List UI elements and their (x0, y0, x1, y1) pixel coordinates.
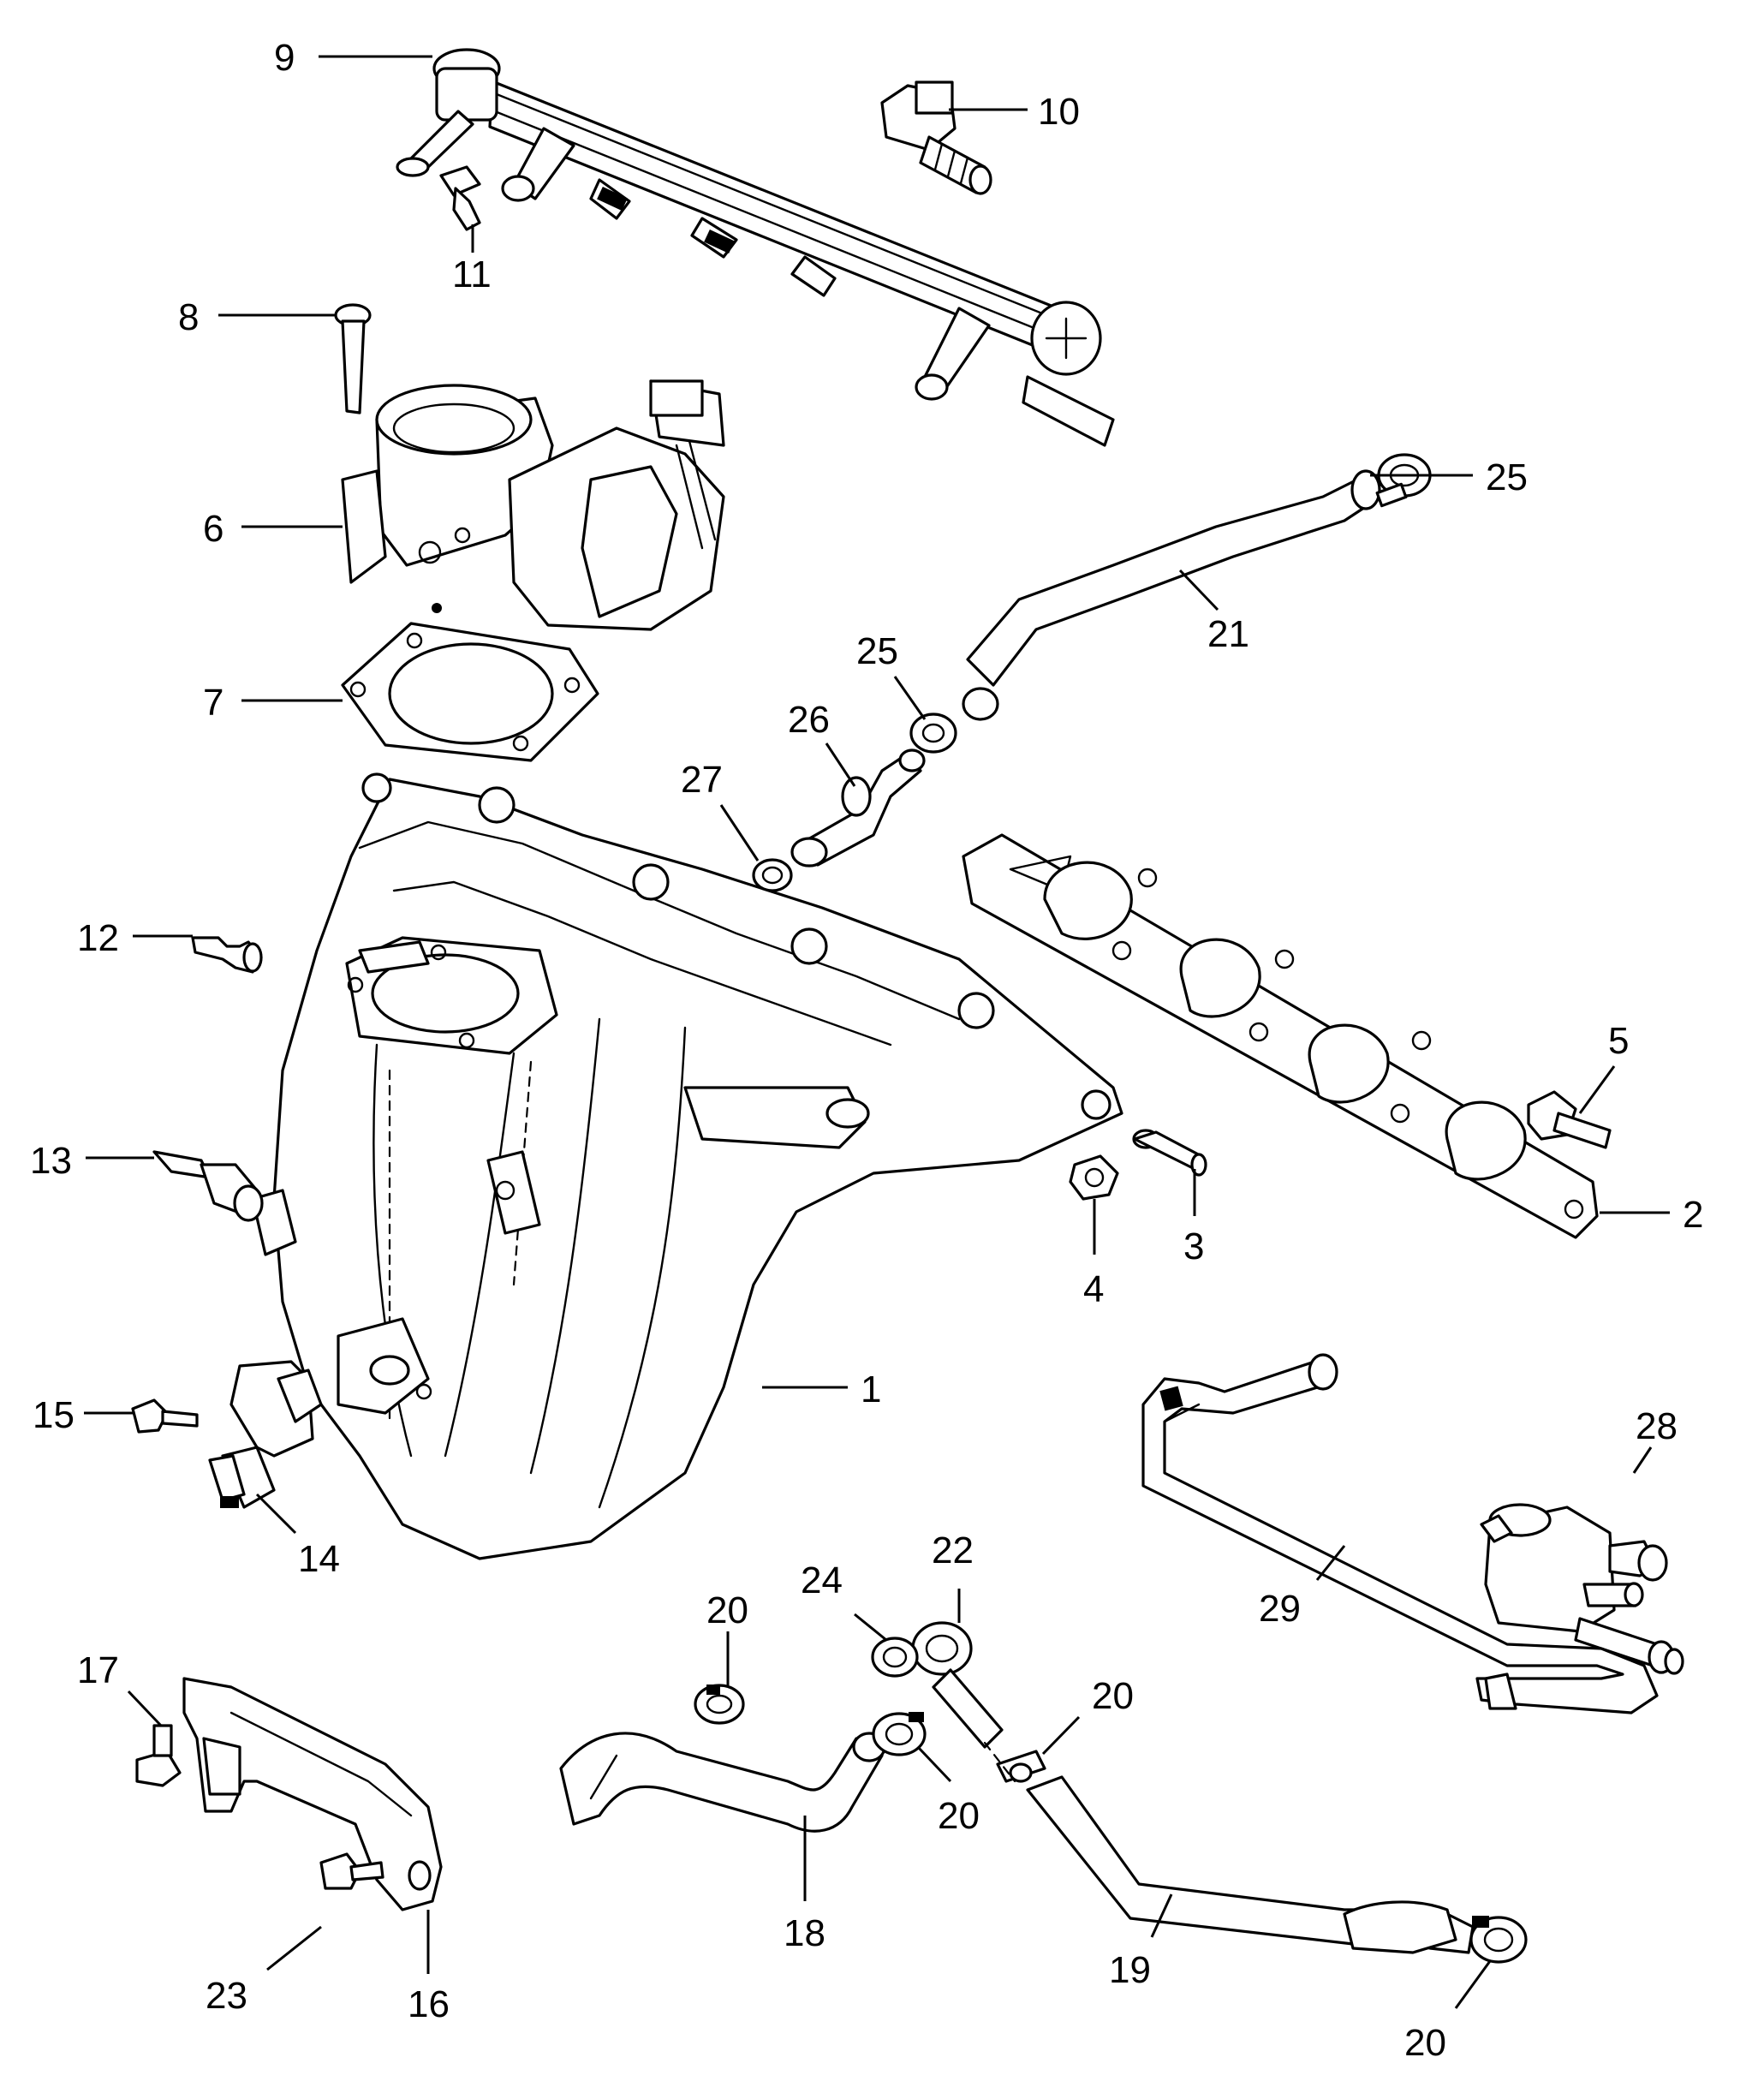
callout-25-lower: 25 (856, 630, 898, 672)
hose-clamp-25-lower (909, 713, 957, 754)
banjo-fitting-21 (911, 1621, 1016, 1783)
callout-23: 23 (206, 1975, 247, 2017)
callout-20-d: 20 (1404, 2022, 1446, 2064)
bolt-23 (319, 1852, 384, 1890)
callout-24: 21 (1207, 613, 1249, 655)
map-sensor-14 (208, 1360, 323, 1509)
callout-6: 6 (203, 508, 223, 550)
hose-clamp-20-a (694, 1684, 745, 1725)
bracket-16 (182, 1677, 443, 1911)
callout-5: 5 (1608, 1020, 1629, 1062)
hose-fitting (790, 748, 926, 868)
purge-valve-28 (1480, 1503, 1684, 1675)
callout-22: 24 (801, 1559, 843, 1601)
sensor-13 (152, 1150, 264, 1222)
hose-clamp-20-b (872, 1712, 927, 1756)
hose-clamp-25-upper (1375, 453, 1432, 508)
callout-4: 4 (1083, 1268, 1104, 1310)
callout-28: 28 (1636, 1405, 1678, 1447)
fuel-rail (396, 48, 1115, 447)
callout-3: 3 (1183, 1225, 1204, 1267)
manifold-gasket (962, 833, 1599, 1239)
callout-18: 18 (784, 1912, 825, 1954)
callout-10: 10 (1038, 91, 1080, 133)
hose-clamp-20-d (1469, 1916, 1528, 1964)
callout-13: 13 (30, 1140, 72, 1182)
callout-21: 22 (932, 1530, 974, 1571)
callout-27: 27 (681, 759, 723, 801)
callout-2: 2 (1683, 1194, 1703, 1236)
hose-clamp-20-c (996, 1750, 1046, 1783)
bolt-8 (334, 303, 372, 414)
callout-17: 17 (77, 1649, 119, 1691)
hose-18 (559, 1732, 886, 1833)
bolt-11 (439, 165, 481, 231)
sensor-12 (191, 936, 263, 974)
callout-15: 15 (33, 1394, 74, 1436)
callout-29: 29 (1259, 1588, 1301, 1630)
fuel-injector (880, 80, 992, 195)
bolt-5 (1527, 1090, 1612, 1149)
callout-26: 26 (788, 699, 830, 741)
callout-7: 7 (203, 682, 223, 724)
callout-14: 14 (298, 1538, 340, 1580)
throttle-body-gasket (341, 622, 599, 762)
bolt-17 (135, 1724, 182, 1787)
callout-20-c: 20 (1092, 1675, 1134, 1717)
throttle-body (341, 379, 725, 631)
leader-lines (84, 55, 1670, 2009)
callout-8: 8 (178, 296, 199, 338)
vacuum-hose-24 (962, 469, 1381, 721)
callout-1: 1 (861, 1368, 881, 1410)
vapor-hose-29 (1141, 1353, 1659, 1714)
hose-19 (1026, 1775, 1475, 1954)
callout-labels: 9 10 11 8 6 7 25 21 25 26 27 12 13 2 5 3… (30, 37, 1703, 2064)
callout-11: 11 (452, 253, 492, 295)
bolt-15 (131, 1398, 199, 1434)
nut-4 (1069, 1154, 1119, 1201)
stud-3 (1132, 1129, 1207, 1177)
callout-9: 9 (274, 37, 295, 79)
callout-12: 12 (77, 917, 119, 959)
callout-16: 16 (408, 1983, 450, 2025)
callout-20-b: 20 (938, 1795, 980, 1837)
callout-20-a: 20 (706, 1589, 748, 1631)
sealing-washer-27 (752, 858, 793, 892)
callout-19: 19 (1109, 1949, 1151, 1991)
sealing-washer-22 (871, 1637, 919, 1678)
callout-25-upper: 25 (1486, 456, 1528, 498)
intake-manifold (251, 772, 1123, 1560)
